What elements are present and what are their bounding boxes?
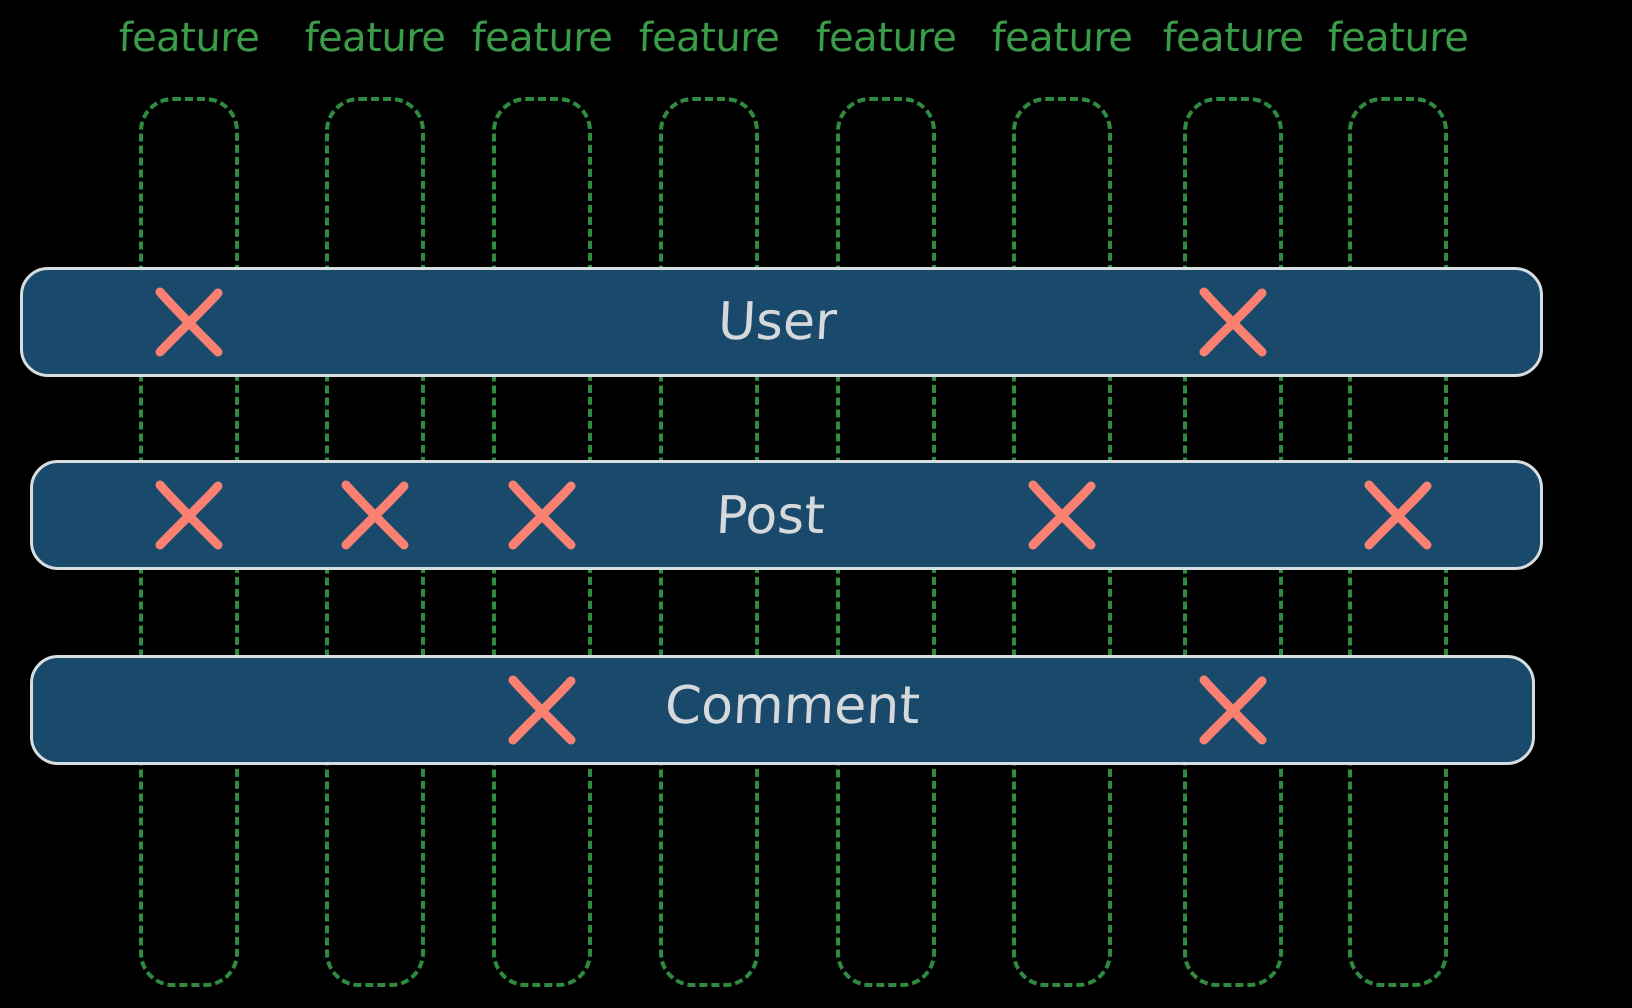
entity-bar-post[interactable]	[30, 460, 1543, 570]
feature-label-1: feature	[117, 15, 261, 61]
entity-bar-user[interactable]	[20, 267, 1543, 377]
feature-label-3: feature	[470, 15, 614, 61]
entity-bar-comment[interactable]	[30, 655, 1535, 765]
feature-label-8: feature	[1326, 15, 1470, 61]
feature-label-6: feature	[990, 15, 1134, 61]
feature-label-7: feature	[1161, 15, 1305, 61]
feature-label-5: feature	[814, 15, 958, 61]
feature-label-2: feature	[303, 15, 447, 61]
feature-label-4: feature	[637, 15, 781, 61]
